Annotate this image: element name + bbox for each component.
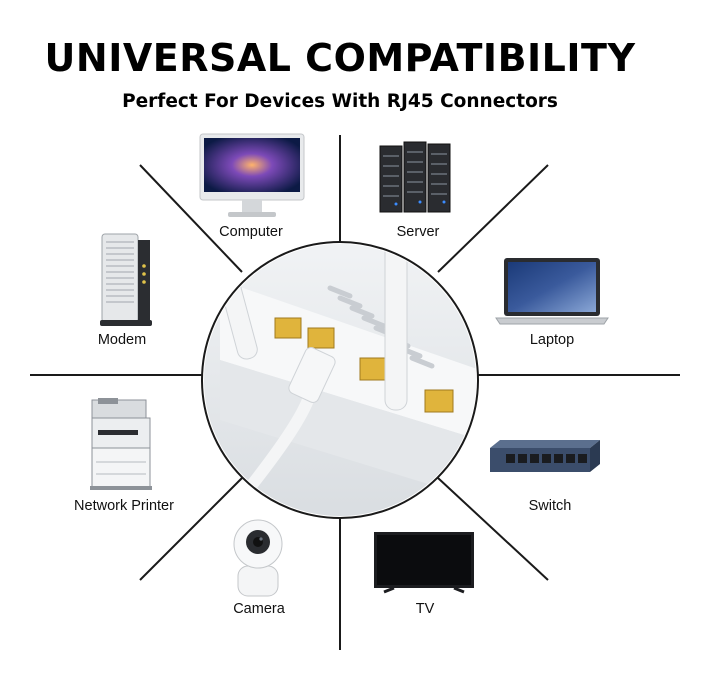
device-label-camera: Camera — [233, 601, 285, 617]
device-label-modem: Modem — [97, 332, 147, 348]
page-subtitle: Perfect For Devices With RJ45 Connectors — [122, 91, 558, 112]
camera-icon — [233, 519, 283, 597]
server-icon — [379, 141, 451, 213]
page-title: UNIVERSAL COMPATIBILITY — [44, 36, 636, 80]
modem-icon — [100, 233, 152, 326]
computer-icon — [199, 133, 305, 217]
device-label-computer: Computer — [219, 224, 283, 240]
device-label-switch: Switch — [528, 498, 572, 514]
device-label-laptop: Laptop — [529, 332, 575, 348]
printer-icon — [90, 398, 152, 490]
tv-icon — [374, 532, 474, 594]
device-label-network-printer: Network Printer — [74, 498, 174, 514]
device-label-server: Server — [396, 224, 440, 240]
switch-icon — [490, 440, 600, 472]
router-photo — [201, 241, 479, 519]
device-label-tv: TV — [415, 601, 435, 617]
laptop-icon — [495, 258, 609, 325]
